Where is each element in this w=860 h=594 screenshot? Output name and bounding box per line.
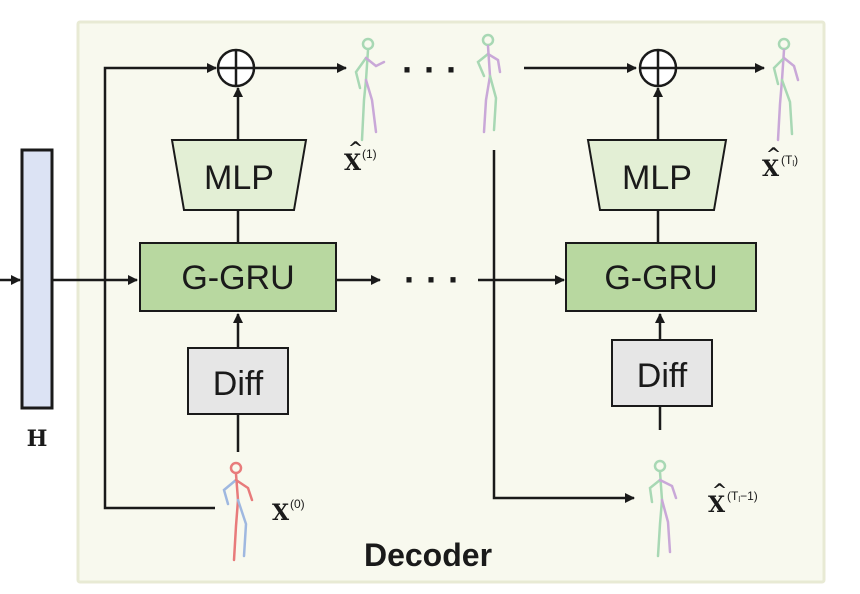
pose-skeleton-xT [772,37,800,142]
svg-text:X: X [708,492,726,518]
svg-text:(Tl): (Tl) [781,153,798,168]
svg-text:^: ^ [712,480,727,501]
label-x0: X (0) [272,497,305,526]
diff-label-right: Diff [637,357,688,395]
svg-text:X: X [344,150,362,176]
svg-text:^: ^ [766,144,781,165]
mlp-label-right: MLP [622,159,692,197]
svg-text:(0): (0) [290,497,305,511]
ellipsis-middle: · · · [404,259,460,300]
hidden-state-label: H [27,426,48,452]
mlp-block-left [170,139,308,211]
svg-text:X: X [272,500,290,526]
diff-label-left: Diff [213,365,264,403]
ggru-label-right: G-GRU [604,259,717,297]
svg-text:X: X [762,156,780,182]
label-x1: ^ X (1) [344,138,377,176]
label-xTm1: ^ X (Tl−1) [708,480,758,518]
ggru-block-left [139,242,337,312]
label-xT: ^ X (Tl) [762,144,798,182]
mlp-block-right [586,139,728,211]
svg-text:(1): (1) [362,147,377,161]
pose-skeleton-x0 [222,461,254,562]
svg-text:(Tl−1): (Tl−1) [727,489,758,504]
hidden-state-bar [20,148,54,410]
diff-block-right [611,339,713,407]
sum-node-left [216,48,256,88]
mlp-label-left: MLP [204,159,274,197]
pose-skeleton-x1 [354,37,386,142]
decoder-title: Decoder [364,537,492,573]
ggru-block-right [565,242,757,312]
pose-skeleton-xTm1 [648,459,678,558]
skip-connection-middle [492,150,635,503]
ggru-label-left: G-GRU [181,259,294,297]
sum-node-right [638,48,678,88]
pose-skeleton-mid [476,33,502,134]
svg-text:^: ^ [348,138,363,159]
ellipsis-top: · · · [402,49,458,90]
skip-connection-left [103,63,217,510]
